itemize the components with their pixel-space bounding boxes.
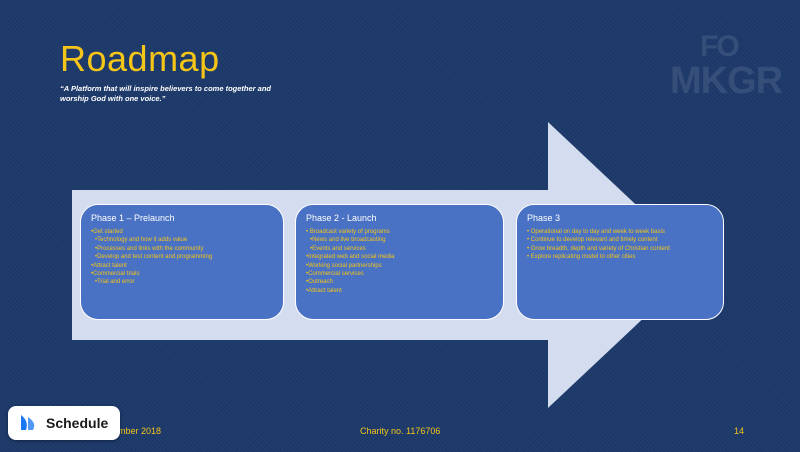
phase-1-list: •Get started •Technology and how it adds …: [91, 228, 273, 287]
phase-1-box: Phase 1 – Prelaunch •Get started •Technol…: [80, 204, 284, 320]
phase-2-list: • Broadcast variety of programs •News and…: [306, 228, 493, 295]
mkgr-logo: FO MKGR: [660, 30, 783, 102]
phase-3-box: Phase 3 • Operational on day to day and …: [516, 204, 724, 320]
phase-3-item: • Continue to develop relevant and timel…: [527, 237, 658, 244]
logo-top-text: FO: [700, 30, 740, 63]
phase-1-item: •Get started: [91, 229, 123, 235]
phase-2-item: • Broadcast variety of programs: [306, 229, 390, 235]
slide-title: Roadmap: [60, 38, 220, 79]
phase-1-item: •Processes and links with the community: [95, 245, 204, 252]
phase-2-item: •Integrated web and social media: [306, 254, 395, 261]
phase-1-item: •Commercial trials: [91, 271, 140, 278]
footer-date: mber 2018: [118, 426, 162, 436]
logo-bottom-text: MKGR: [670, 60, 783, 102]
footer-charity-number: Charity no. 1176706: [360, 426, 441, 436]
phase-3-list: • Operational on day to day and week to …: [527, 228, 713, 262]
phase-3-title: Phase 3: [527, 213, 561, 223]
phase-2-item: •Commercial services: [306, 271, 364, 278]
phase-3-item: • Operational on day to day and week to …: [527, 229, 665, 235]
schedule-button[interactable]: Schedule: [8, 406, 120, 440]
phase-2-item: •Attract talent: [306, 287, 342, 294]
schedule-button-label: Schedule: [46, 415, 109, 431]
phase-3-item: • Grow breadth, depth and variety of Chr…: [527, 245, 670, 252]
phase-1-item: •Develop and test content and programmin…: [95, 254, 213, 261]
phase-2-item: •News and live broadcasting: [310, 237, 386, 244]
phase-2-item: •Events and services: [310, 245, 366, 252]
phase-2-title: Phase 2 - Launch: [306, 213, 377, 223]
phase-1-title: Phase 1 – Prelaunch: [91, 213, 175, 223]
phase-1-item: •Trial and error: [95, 279, 135, 286]
phase-2-item: •Working social partnerships: [306, 262, 382, 269]
phase-3-item: • Explore replicating model to other cit…: [527, 254, 636, 261]
footer-page-number: 14: [734, 426, 745, 436]
slide-quote: “A Platform that will inspire believers …: [60, 84, 272, 103]
phase-1-item: •Attract talent: [91, 262, 127, 269]
phase-1-item: •Technology and how it adds value: [95, 237, 188, 244]
phase-2-box: Phase 2 - Launch • Broadcast variety of …: [295, 204, 504, 320]
sail-icon: [21, 415, 35, 430]
phase-2-item: •Outreach: [306, 279, 333, 286]
